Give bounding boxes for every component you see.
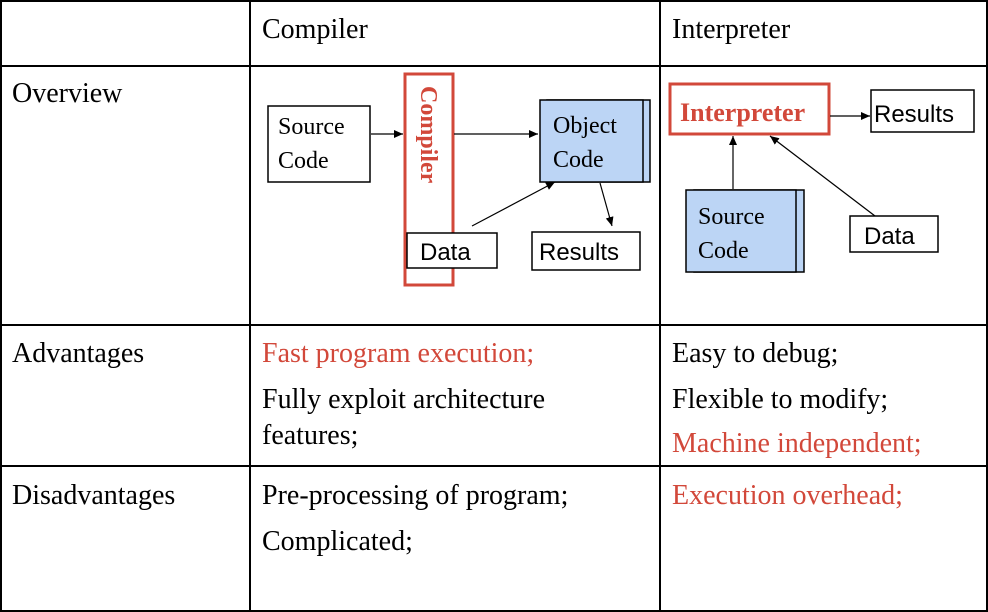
interpreter-data-box: [849, 215, 939, 253]
compiler-disadvantage-1: Pre-processing of program;: [262, 480, 569, 511]
interpreter-advantage-2: Flexible to modify;: [672, 384, 889, 415]
interpreter-flow-diagram: Interpreter Results Source Code Data: [668, 82, 975, 273]
interpreter-source-line1: Source: [698, 204, 765, 230]
interpreter-source-line2: Code: [698, 238, 749, 264]
interpreter-disadvantage-1: Execution overhead;: [672, 480, 903, 511]
object-code-line1: Object: [553, 113, 617, 139]
compiler-disadvantage-2: Complicated;: [262, 526, 413, 557]
compiler-source-line1: Source: [278, 114, 345, 140]
compiler-advantage-2: Fully exploit architecture: [262, 384, 546, 415]
interpreter-data-label: Data: [864, 223, 915, 250]
header-compiler: Compiler: [262, 14, 368, 45]
interpreter-results-box: [870, 89, 975, 133]
arrow-object-to-results: [599, 182, 614, 227]
compiler-box-label: Compiler: [415, 86, 441, 184]
compiler-results-box: [531, 231, 641, 271]
interpreter-advantage-3: Machine independent;: [672, 428, 922, 459]
interpreter-advantage-1: Easy to debug;: [672, 338, 839, 369]
compiler-data-label: Data: [420, 239, 471, 266]
arrow-data-to-object: [471, 181, 556, 227]
interpreter-box-label: Interpreter: [680, 98, 805, 127]
arrow-data-to-interpreter: [769, 135, 876, 217]
row-label-overview: Overview: [12, 78, 123, 109]
compiler-advantage-1: Fast program execution;: [262, 338, 535, 369]
compiler-source-line2: Code: [278, 148, 329, 174]
compiler-source-box: [267, 105, 371, 183]
object-code-box: [539, 99, 644, 183]
object-code-line2: Code: [553, 147, 604, 173]
interpreter-results-label: Results: [874, 101, 954, 128]
compiler-data-box: [406, 232, 498, 269]
header-interpreter: Interpreter: [672, 14, 791, 45]
compiler-results-label: Results: [539, 239, 619, 266]
interpreter-box: [668, 82, 831, 136]
compiler-advantage-3: features;: [262, 420, 359, 451]
row-label-advantages: Advantages: [12, 338, 145, 369]
compiler-flow-diagram: Source Code Compiler Object Code Data Re…: [267, 72, 651, 287]
interpreter-source-box: [685, 189, 797, 273]
row-label-disadvantages: Disadvantages: [12, 480, 176, 511]
